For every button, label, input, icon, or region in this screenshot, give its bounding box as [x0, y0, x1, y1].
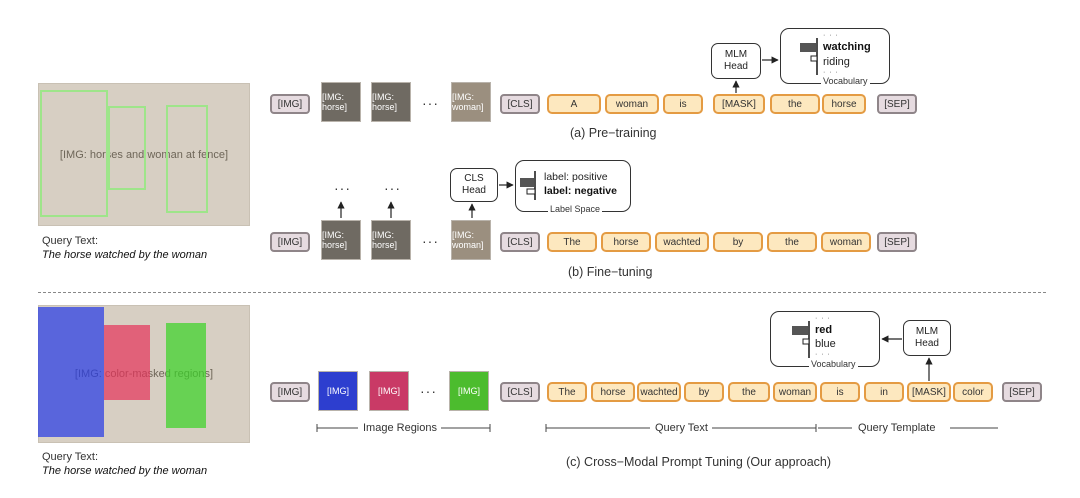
query-label-bottom: Query Text: — [42, 451, 99, 463]
vocab-word-watching: watching — [823, 41, 871, 53]
ellipsis-a: ··· — [422, 95, 439, 111]
label-space-caption: Label Space — [548, 204, 603, 214]
ellipsis-b-top2: ··· — [384, 180, 401, 196]
caption-prompt-tuning: (c) Cross−Modal Prompt Tuning (Our appro… — [566, 455, 832, 469]
img-token-c: [IMG] — [270, 382, 310, 402]
query-text-bottom: The horse watched by the woman — [42, 465, 208, 477]
vocab-box-c: · · · red blue · · · Vocabulary — [770, 311, 880, 369]
token-b-5: the — [767, 232, 817, 252]
img-token-a: [IMG] — [270, 94, 310, 114]
token-a-6: horse — [822, 94, 866, 114]
mlm-head-a: MLM Head — [711, 43, 761, 79]
token-c-5: the — [728, 382, 770, 402]
token-a-5: the — [770, 94, 820, 114]
token-row-c: [CLS] The horse wachted by the woman is … — [500, 382, 1045, 402]
token-c-1: The — [547, 382, 587, 402]
ellipsis-c: ··· — [420, 383, 437, 399]
token-c-10: color — [953, 382, 993, 402]
cls-token-b: [CLS] — [500, 232, 540, 252]
region-thumb-a3: [IMG: woman] — [451, 82, 491, 122]
mlm-head-c: MLM Head — [903, 320, 951, 356]
image-regions-label: Image Regions — [363, 422, 437, 434]
token-b-6: woman — [821, 232, 871, 252]
section-divider — [38, 292, 1046, 293]
region-thumb-c1: [IMG] — [318, 371, 358, 411]
token-c-7: is — [820, 382, 860, 402]
vocab-word-riding: riding — [823, 56, 850, 68]
color-mask-blue — [38, 307, 104, 437]
token-c-3: wachted — [637, 382, 681, 402]
cls-head-b: CLS Head — [450, 168, 498, 202]
vocab-word-red: red — [815, 324, 833, 336]
region-thumb-b2: [IMG: horse] — [371, 220, 411, 260]
vocab-label-a: Vocabulary — [821, 76, 870, 86]
token-b-1: The — [547, 232, 597, 252]
label-negative: label: negative — [544, 185, 617, 197]
token-c-2: horse — [591, 382, 635, 402]
cls-token-a: [CLS] — [500, 94, 540, 114]
vocab-box-a: · · · watching riding · · · Vocabulary — [780, 28, 890, 86]
region-thumb-c2: [IMG] — [369, 371, 409, 411]
sep-token-a: [SEP] — [877, 94, 917, 114]
region-thumb-b3: [IMG: woman] — [451, 220, 491, 260]
vocab-label-c: Vocabulary — [809, 359, 858, 369]
sep-token-c: [SEP] — [1002, 382, 1042, 402]
query-text-top: The horse watched by the woman — [42, 249, 208, 261]
region-thumb-a2: [IMG: horse] — [371, 82, 411, 122]
img-token-b: [IMG] — [270, 232, 310, 252]
token-c-mask: [MASK] — [907, 382, 951, 402]
token-c-4: by — [684, 382, 724, 402]
cls-token-c: [CLS] — [500, 382, 540, 402]
token-c-6: woman — [773, 382, 817, 402]
token-a-3: is — [663, 94, 703, 114]
vocab-word-blue: blue — [815, 338, 836, 350]
caption-pretraining: (a) Pre−training — [570, 126, 657, 140]
token-row-b: [CLS] The horse wachted by the woman [SE… — [500, 232, 1045, 252]
token-a-mask: [MASK] — [713, 94, 765, 114]
token-a-1: A — [547, 94, 601, 114]
token-b-2: horse — [601, 232, 651, 252]
label-positive: label: positive — [544, 171, 608, 183]
caption-finetuning: (b) Fine−tuning — [568, 265, 653, 279]
sep-token-b: [SEP] — [877, 232, 917, 252]
label-space-box: label: positive label: negative Label Sp… — [515, 160, 631, 214]
color-mask-green — [166, 323, 206, 428]
ellipsis-b: ··· — [422, 233, 439, 249]
token-c-8: in — [864, 382, 904, 402]
region-thumb-c3: [IMG] — [449, 371, 489, 411]
region-thumb-a1: [IMG: horse] — [321, 82, 361, 122]
region-thumb-b1: [IMG: horse] — [321, 220, 361, 260]
ellipsis-b-top1: ··· — [334, 180, 351, 196]
token-b-4: by — [713, 232, 763, 252]
region-box-woman — [166, 105, 208, 213]
region-box-horse-2 — [108, 106, 146, 190]
region-box-horse-1 — [40, 90, 108, 217]
token-a-2: woman — [605, 94, 659, 114]
query-label-top: Query Text: — [42, 235, 99, 247]
token-b-3: wachted — [655, 232, 709, 252]
color-mask-red — [104, 325, 150, 400]
token-row-a: [CLS] A woman is [MASK] the horse [SEP] — [500, 94, 1045, 114]
query-text-span-label: Query Text — [655, 422, 708, 434]
query-template-span-label: Query Template — [858, 422, 936, 434]
